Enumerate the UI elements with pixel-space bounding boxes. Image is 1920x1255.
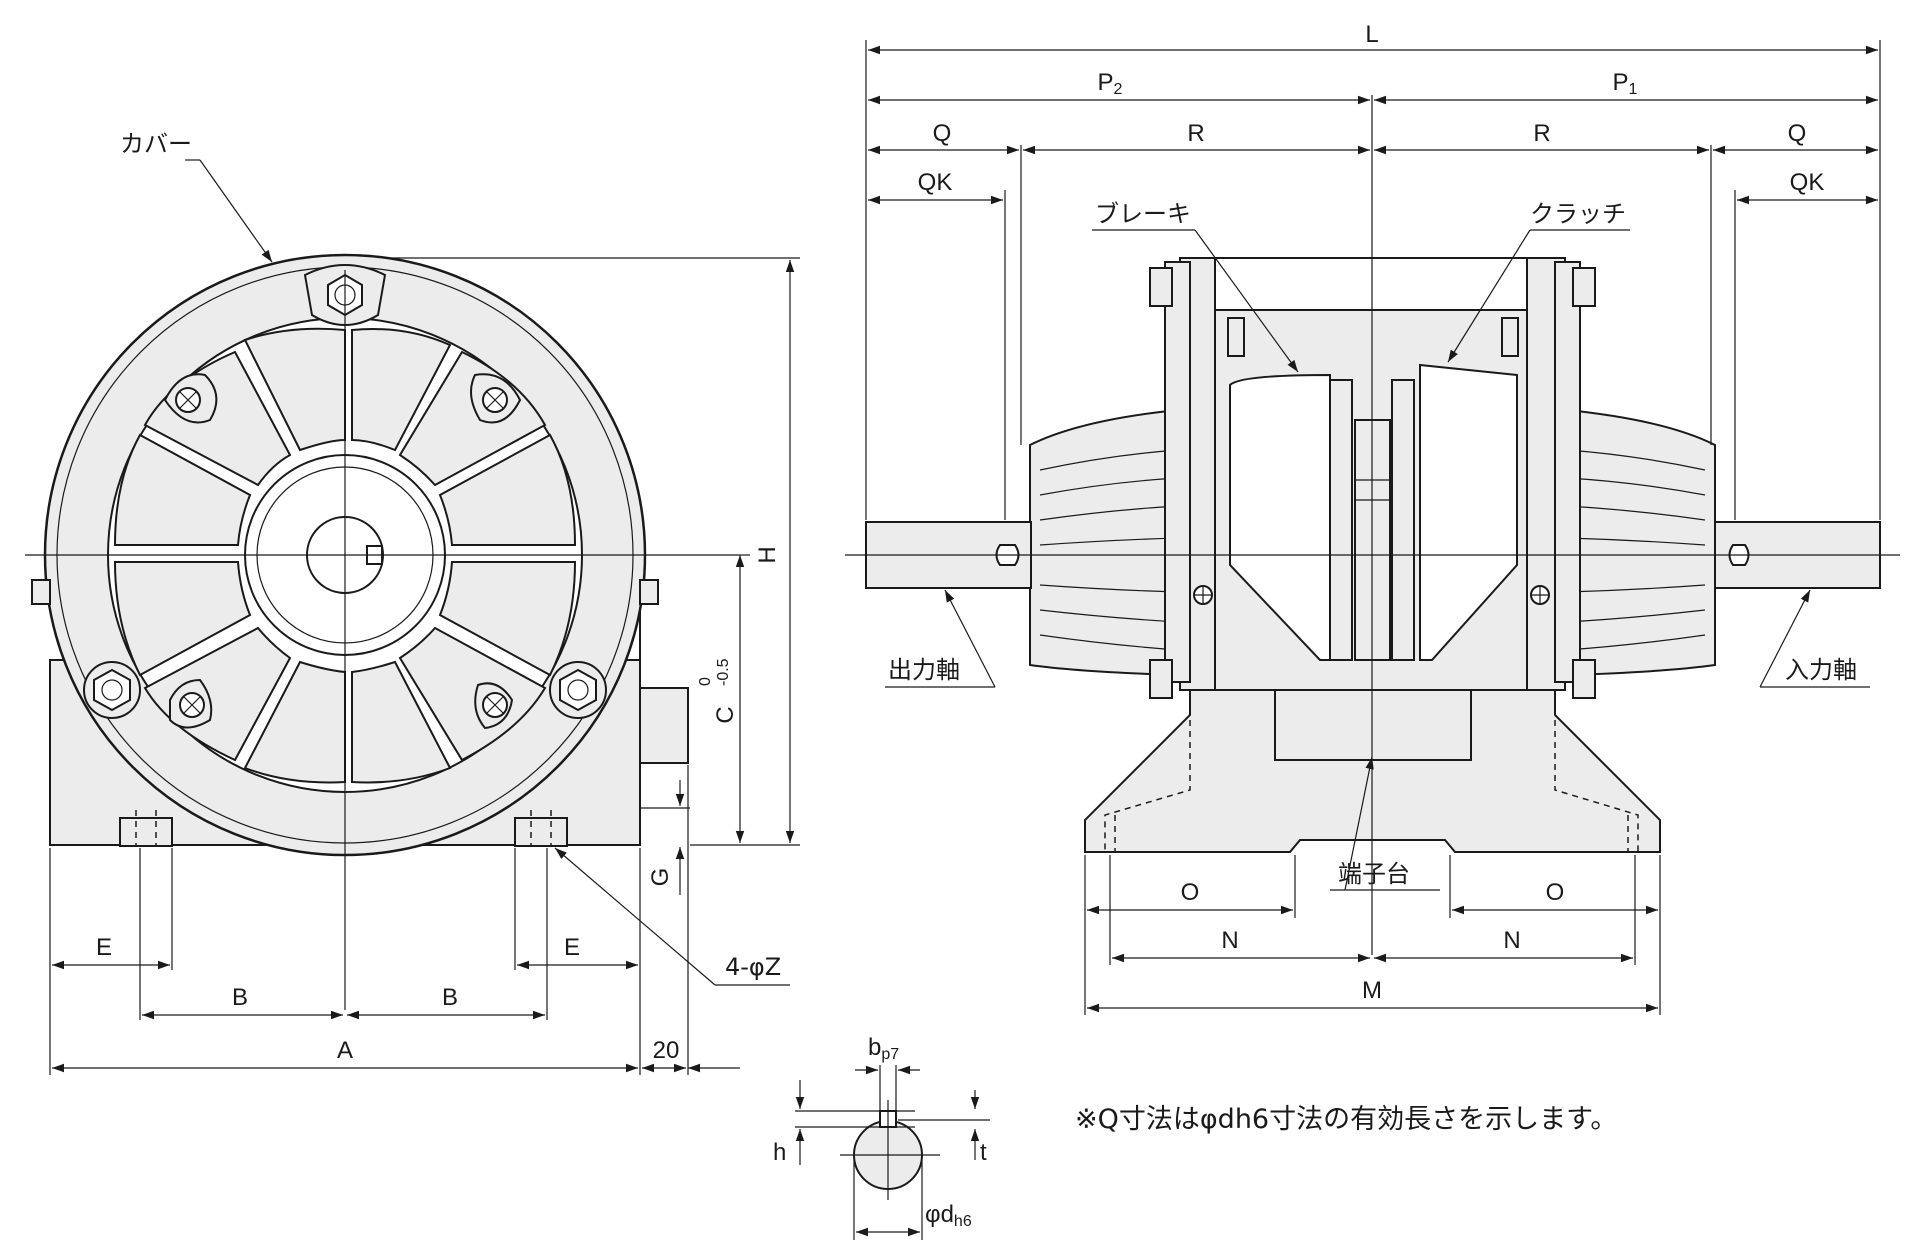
dim-A: A — [337, 1037, 353, 1064]
dim-C-lower-tolerance: -0.5 — [715, 658, 732, 686]
side-view — [845, 95, 1900, 955]
label-brake: ブレーキ — [1095, 200, 1191, 228]
dim-C: C — [712, 706, 739, 723]
label-cover: カバー — [120, 130, 192, 158]
shaft-section-detail: bp7 h t φdh6 — [773, 1034, 990, 1240]
front-view — [25, 253, 740, 1010]
dim-R-right: R — [1533, 120, 1550, 147]
dim-O-left: O — [1181, 879, 1200, 906]
dim-E-left: E — [96, 934, 112, 961]
dim-H: H — [754, 546, 781, 563]
label-output-shaft: 出力軸 — [888, 656, 960, 684]
side-dimensions: L P2 P1 Q R R Q QK QK ブレーキ クラッチ 出力軸 — [865, 21, 1881, 1015]
label-input-shaft: 入力軸 — [1785, 656, 1857, 684]
front-hexbolt-right — [549, 661, 607, 719]
side-left-body — [1029, 408, 1179, 677]
dim-h: h — [773, 1139, 786, 1166]
dim-L: L — [1365, 21, 1378, 48]
side-brake-disc — [1229, 373, 1331, 661]
label-clutch: クラッチ — [1530, 200, 1626, 228]
front-bolt-lower-right — [474, 682, 514, 730]
front-dimensions: H C 0 -0.5 G E E B B A — [49, 130, 800, 1075]
side-clutch-disc — [1419, 363, 1518, 661]
front-hexbolt-left — [83, 661, 141, 719]
side-right-body — [1566, 408, 1716, 677]
dim-P2: P2 — [1098, 69, 1123, 98]
dim-P1: P1 — [1613, 69, 1638, 98]
dim-20: 20 — [653, 1037, 680, 1064]
dim-B-left: B — [232, 984, 248, 1011]
dim-phi-d: φdh6 — [925, 1201, 972, 1230]
dim-QK-right: QK — [1790, 169, 1825, 196]
dim-M: M — [1362, 977, 1382, 1004]
front-foot-left — [119, 817, 173, 847]
dim-R-left: R — [1187, 120, 1204, 147]
front-bolt-upper-right — [470, 373, 522, 424]
note-text: ※Q寸法はφdh6寸法の有効長さを示します。 — [1075, 1104, 1617, 1135]
dim-QK-left: QK — [918, 169, 953, 196]
dim-G: G — [647, 868, 674, 887]
label-hole-callout: 4-φZ — [725, 953, 781, 981]
dim-B-right: B — [442, 984, 458, 1011]
side-terminal-block — [1274, 689, 1472, 761]
dim-N-right: N — [1503, 927, 1520, 954]
front-foot-right — [514, 817, 568, 847]
dim-E-right: E — [564, 934, 580, 961]
label-terminal-block: 端子台 — [1338, 860, 1410, 888]
dim-N-left: N — [1221, 927, 1238, 954]
dim-Q-left: Q — [933, 120, 952, 147]
dim-t: t — [980, 1139, 987, 1166]
front-bolt-lower-left — [169, 678, 213, 729]
dim-Q-right: Q — [1788, 120, 1807, 147]
front-bolt-upper-left — [163, 373, 218, 424]
dim-C-upper-tolerance: 0 — [697, 677, 714, 686]
dim-b: bp7 — [868, 1034, 899, 1063]
front-shaft-stub — [639, 687, 689, 764]
dim-O-right: O — [1546, 879, 1565, 906]
